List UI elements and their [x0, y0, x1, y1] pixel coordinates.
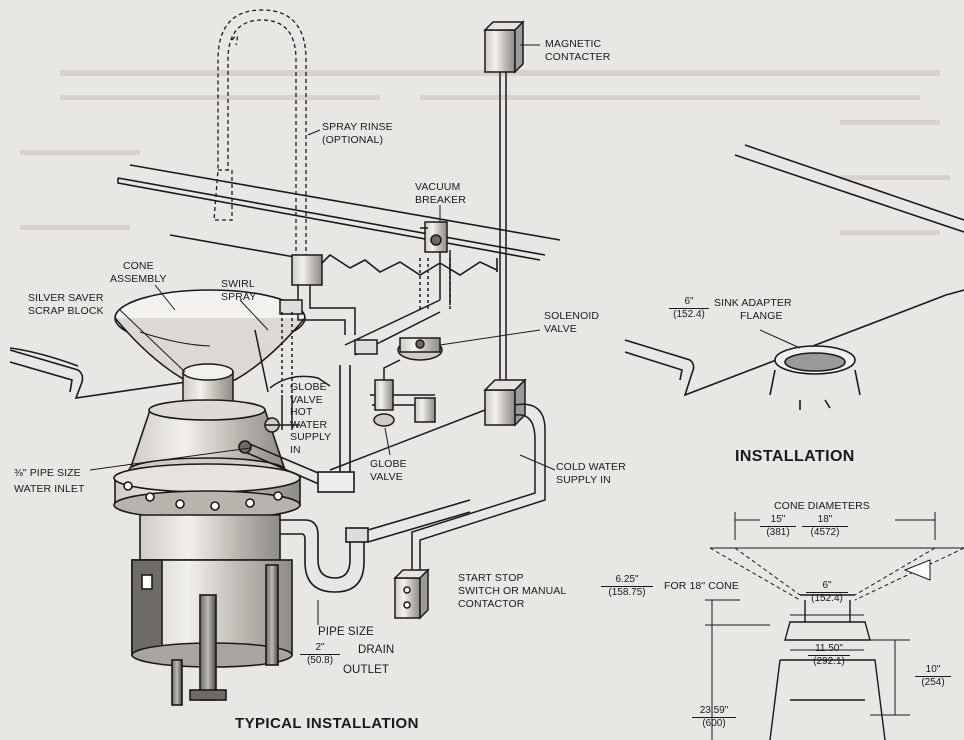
- label-globe-valve: GLOBE VALVE: [370, 458, 407, 483]
- fraction-drain: 2" (50.8): [300, 642, 340, 667]
- fraction-neck: 6" (152.4): [806, 580, 848, 605]
- label-cone-assembly: CONE ASSEMBLY: [110, 260, 167, 285]
- background-bleed: [20, 70, 950, 235]
- label-sink-adapter: SINK ADAPTER FLANGE: [714, 297, 792, 322]
- supply-piping: [344, 250, 451, 356]
- cone-assembly: [114, 289, 306, 381]
- label-outlet: OUTLET: [343, 664, 389, 676]
- disposer-motor: [131, 514, 293, 706]
- label-pipe-size: PIPE SIZE: [318, 626, 374, 638]
- sink-basin: [9, 347, 201, 399]
- label-swirl-spray: SWIRL SPRAY: [221, 278, 257, 303]
- label-start-stop: START STOP SWITCH OR MANUAL CONTACTOR: [458, 572, 567, 610]
- label-globe-valve-hot: GLOBE VALVE HOT WATER SUPPLY IN: [290, 381, 332, 456]
- leader-lines: [89, 44, 556, 625]
- vacuum-breaker: [420, 221, 448, 253]
- faucet-assembly: [254, 254, 356, 395]
- fraction-total-height: 23.59" (600): [692, 705, 736, 730]
- counter-top: [117, 164, 561, 276]
- globe-valve-part: [370, 359, 436, 427]
- water-inlet-pipe: [238, 365, 355, 493]
- label-cone-diameters: CONE DIAMETERS: [774, 500, 870, 512]
- conduit-lines: [329, 403, 546, 575]
- label-magnetic-contacter: MAGNETIC CONTACTER: [545, 38, 611, 63]
- junction-box: [483, 378, 527, 427]
- spray-rinse: [213, 9, 307, 265]
- label-drain: DRAIN: [358, 644, 395, 656]
- label-solenoid-valve: SOLENOID VALVE: [544, 310, 600, 335]
- label-vacuum-breaker: VACUUM BREAKER: [415, 181, 466, 206]
- solenoid-valve-part: [397, 337, 443, 361]
- disposer-flange: [113, 463, 301, 520]
- hot-water-line: [264, 395, 300, 433]
- label-cold-water: COLD WATER SUPPLY IN: [556, 461, 626, 486]
- label-spray-rinse: SPRAY RINSE (OPTIONAL): [322, 121, 393, 146]
- fraction-height-10: 10" (254): [915, 664, 951, 689]
- fraction-for-18-cone: 6.25" (158.75): [601, 574, 653, 599]
- fraction-cone-18: 18" (4572): [802, 514, 848, 539]
- magnetic-contacter: [483, 20, 525, 380]
- fraction-sink-adapter: 6" (152.4): [669, 296, 709, 321]
- drain-trap: [280, 499, 471, 593]
- title-typical-installation: TYPICAL INSTALLATION: [235, 715, 419, 732]
- fraction-cone-15: 15" (381): [760, 514, 796, 539]
- label-for-18-cone: FOR 18" CONE: [664, 580, 739, 592]
- sink-adapter-flange: [759, 329, 861, 410]
- label-silver-saver: SILVER SAVER SCRAP BLOCK: [28, 292, 104, 317]
- label-pipe-size-inlet: ⅜" PIPE SIZE WATER INLET: [14, 467, 85, 495]
- fraction-body: 11.50" (292.1): [808, 643, 850, 668]
- title-installation: INSTALLATION: [735, 448, 855, 465]
- installation-sink-detail: [624, 144, 964, 397]
- cone-dimension-drawing: [705, 512, 964, 740]
- start-stop-switch: [393, 568, 430, 620]
